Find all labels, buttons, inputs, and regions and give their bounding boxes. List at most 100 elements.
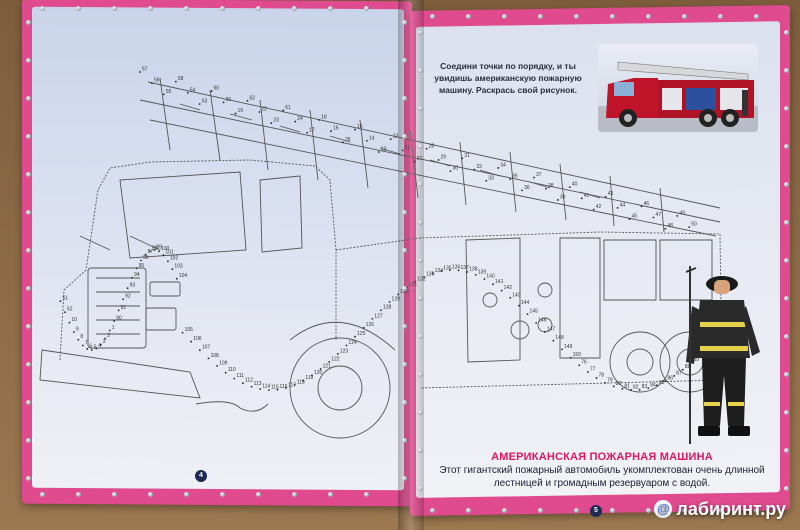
rivet-dot <box>184 6 189 11</box>
rivet-dot <box>328 6 333 11</box>
rivet-dot <box>26 20 31 25</box>
page-number-left: 4 <box>195 470 207 482</box>
rivet-dot <box>466 508 471 513</box>
rivet-dot <box>402 210 407 215</box>
rivet-dot <box>402 248 407 253</box>
rivet-dot <box>538 14 543 19</box>
rivet-dot <box>784 410 789 415</box>
rivet-dot <box>784 106 789 111</box>
rivet-dot <box>402 134 407 139</box>
rivet-dot <box>418 144 423 149</box>
rivet-dot <box>40 492 45 497</box>
rivet-dot <box>784 220 789 225</box>
rivet-dot <box>718 508 723 513</box>
rivet-dot <box>610 508 615 513</box>
rivet-dot <box>784 334 789 339</box>
rivet-dot <box>418 106 423 111</box>
watermark-logo: @лабиринт.ру <box>654 499 786 520</box>
rivet-dot <box>430 508 435 513</box>
rivet-dot <box>26 172 31 177</box>
rivet-dot <box>26 134 31 139</box>
rivet-dot <box>418 486 423 491</box>
rivet-dot <box>682 14 687 19</box>
rivet-dot <box>402 286 407 291</box>
left-page-illustration-area <box>32 6 404 491</box>
rivet-dot <box>402 438 407 443</box>
rivet-dot <box>402 172 407 177</box>
rivet-dot <box>26 248 31 253</box>
rivet-dot <box>26 58 31 63</box>
rivet-dot <box>76 492 81 497</box>
rivet-dot <box>76 6 81 11</box>
rivet-dot <box>26 324 31 329</box>
rivet-dot <box>574 14 579 19</box>
rivet-dot <box>148 492 153 497</box>
rivet-dot <box>754 508 759 513</box>
watermark-text: лабиринт.ру <box>676 499 786 519</box>
rivet-dot <box>402 58 407 63</box>
left-page <box>22 0 412 507</box>
rivet-dot <box>784 372 789 377</box>
rivet-dot <box>26 362 31 367</box>
rivet-dot <box>26 210 31 215</box>
rivet-dot <box>402 324 407 329</box>
rivet-dot <box>784 144 789 149</box>
labirint-logo-icon: @ <box>654 500 673 518</box>
rivet-dot <box>40 6 45 11</box>
rivet-dot <box>754 14 759 19</box>
rivet-dot <box>418 30 423 35</box>
rivet-dot <box>26 438 31 443</box>
rivet-dot <box>784 68 789 73</box>
rivet-dot <box>402 362 407 367</box>
rivet-dot <box>418 296 423 301</box>
article-heading: АМЕРИКАНСКАЯ ПОЖАРНАЯ МАШИНА <box>491 451 713 463</box>
firefighter-illustration <box>686 266 760 444</box>
rivet-dot <box>646 508 651 513</box>
rivet-dot <box>256 492 261 497</box>
rivet-dot <box>784 448 789 453</box>
rivet-dot <box>184 492 189 497</box>
rivet-dot <box>682 508 687 513</box>
rivet-dot <box>112 492 117 497</box>
page-number-right: 5 <box>590 505 602 517</box>
rivet-dot <box>610 14 615 19</box>
rivet-dot <box>538 508 543 513</box>
rivet-dot <box>402 96 407 101</box>
rivet-dot <box>364 6 369 11</box>
rivet-dot <box>430 14 435 19</box>
rivet-dot <box>328 492 333 497</box>
rivet-dot <box>418 220 423 225</box>
rivet-dot <box>418 372 423 377</box>
rivet-dot <box>784 30 789 35</box>
rivet-dot <box>784 486 789 491</box>
rivet-dot <box>220 492 225 497</box>
rivet-dot <box>646 14 651 19</box>
rivet-dot <box>418 410 423 415</box>
rivet-dot <box>148 6 153 11</box>
rivet-dot <box>784 182 789 187</box>
rivet-dot <box>418 68 423 73</box>
rivet-dot <box>26 286 31 291</box>
rivet-dot <box>466 14 471 19</box>
rivet-dot <box>418 448 423 453</box>
instruction-text: Соедини точки по порядку, и ты увидишь а… <box>434 61 582 95</box>
rivet-dot <box>418 334 423 339</box>
rivet-dot <box>784 296 789 301</box>
rivet-dot <box>220 6 225 11</box>
rivet-dot <box>26 96 31 101</box>
rivet-dot <box>502 508 507 513</box>
rivet-dot <box>26 400 31 405</box>
rivet-dot <box>418 258 423 263</box>
rivet-dot <box>502 14 507 19</box>
rivet-dot <box>574 508 579 513</box>
rivet-dot <box>784 258 789 263</box>
rivet-dot <box>718 14 723 19</box>
rivet-dot <box>26 476 31 481</box>
rivet-dot <box>418 182 423 187</box>
fire-truck-reference-photo <box>598 44 758 132</box>
rivet-dot <box>112 6 117 11</box>
rivet-dot <box>292 6 297 11</box>
rivet-dot <box>402 476 407 481</box>
rivet-dot <box>402 400 407 405</box>
